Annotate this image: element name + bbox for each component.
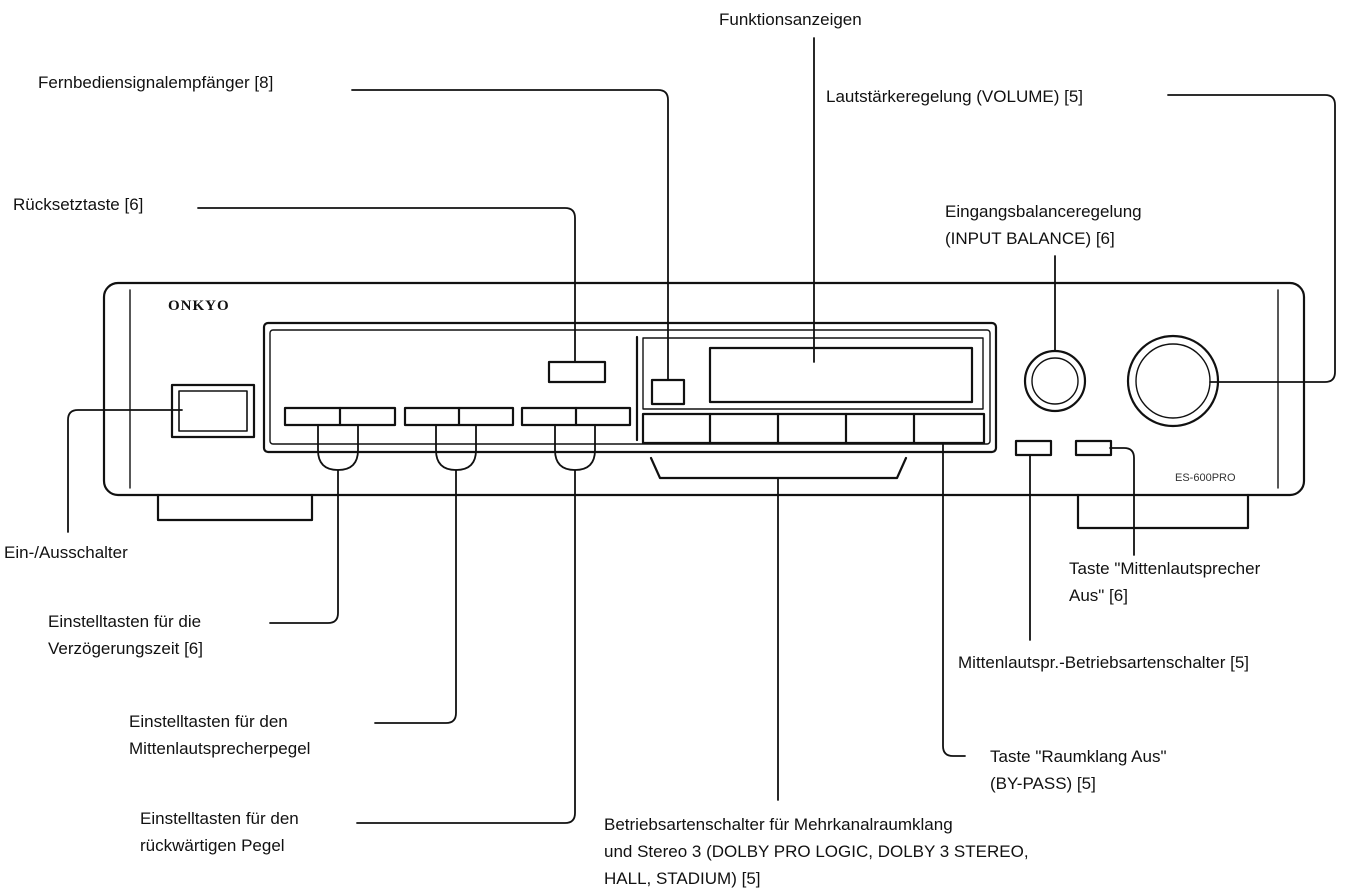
label-ruecksetz: Rücksetztaste [6] — [13, 195, 144, 214]
volume-knob-inner — [1135, 343, 1211, 419]
leader-mitte-aus — [1109, 447, 1135, 556]
power-button-outer — [170, 383, 256, 439]
center-lasso — [435, 424, 477, 471]
display-window — [708, 346, 974, 404]
balance-knob-inner — [1031, 357, 1079, 405]
label-mitten-betrieb: Mittenlautspr.-Betriebsartenschalter [5] — [958, 653, 1250, 672]
label-line: Eingangsbalanceregelung — [945, 202, 1142, 221]
label-raumklang-aus: Taste "Raumklang Aus" (BY-PASS) [5] — [990, 743, 1167, 797]
label-fernbedien: Fernbediensignalempfänger [8] — [38, 73, 274, 92]
label-line: und Stereo 3 (DOLBY PRO LOGIC, DOLBY 3 S… — [604, 842, 1029, 861]
reset-button — [547, 360, 607, 384]
right-foot — [1076, 493, 1250, 530]
left-foot — [156, 493, 314, 522]
label-line: Einstelltasten für die — [48, 612, 202, 631]
label-verzoegerung: Einstelltasten für die Verzögerungszeit … — [48, 608, 203, 662]
label-lautstaerke: Lautstärkeregelung (VOLUME) [5] — [826, 87, 1084, 106]
brand-logo: ONKYO — [168, 298, 230, 314]
balance-knob — [1023, 349, 1087, 413]
chassis-outline — [102, 281, 1306, 497]
model-label: ES-600PRO — [1175, 472, 1236, 484]
leader-fernbedien — [351, 89, 669, 381]
remote-sensor — [650, 378, 686, 406]
leader-einaus — [67, 409, 183, 533]
label-line: Verzögerungszeit [6] — [48, 639, 203, 658]
power-button — [178, 390, 248, 432]
label-line: (INPUT BALANCE) [6] — [945, 229, 1115, 248]
label-einaus: Ein-/Ausschalter — [4, 543, 128, 562]
label-line: (BY-PASS) [5] — [990, 774, 1096, 793]
volume-knob — [1126, 334, 1220, 428]
front-panel-inner — [269, 329, 991, 445]
label-line: HALL, STADIUM) [5] — [604, 869, 761, 888]
label-line: rückwärtigen Pegel — [140, 836, 285, 855]
label-line: Einstelltasten für den — [129, 712, 288, 731]
leader-ruecksetz — [197, 207, 576, 363]
label-line: Einstelltasten für den — [140, 809, 299, 828]
center-off-button — [1074, 439, 1113, 457]
display-frame — [642, 337, 984, 410]
label-line: Taste "Mittenlautsprecher — [1069, 559, 1261, 578]
label-eingangsbalance: Eingangsbalanceregelung (INPUT BALANCE) … — [945, 198, 1142, 252]
label-line: Taste "Raumklang Aus" — [990, 747, 1167, 766]
front-panel-outer — [262, 321, 998, 454]
leader-verzoegerung — [269, 469, 339, 624]
leader-mittenpegel — [374, 469, 457, 724]
label-betriebsarten: Betriebsartenschalter für Mehrkanalraumk… — [604, 811, 1029, 892]
mode-buttons — [641, 412, 986, 445]
label-mittenpegel: Einstelltasten für den Mittenlautspreche… — [129, 708, 310, 762]
leader-lautstaerke — [1167, 94, 1336, 383]
label-line: Betriebsartenschalter für Mehrkanalraumk… — [604, 815, 953, 834]
rear-lasso — [554, 424, 596, 471]
label-line: Mittenlautsprecherpegel — [129, 739, 311, 758]
label-line: Aus" [6] — [1069, 586, 1128, 605]
label-funktionsanzeigen: Funktionsanzeigen — [719, 10, 862, 29]
leader-rueckpegel — [356, 469, 576, 824]
mode-bracket — [649, 456, 908, 480]
leader-raumklang — [942, 442, 966, 757]
label-rueckpegel: Einstelltasten für den rückwärtigen Pege… — [140, 805, 299, 859]
label-mitte-aus: Taste "Mittenlautsprecher Aus" [6] — [1069, 555, 1260, 609]
center-mode-button — [1014, 439, 1053, 457]
delay-lasso — [317, 424, 359, 471]
